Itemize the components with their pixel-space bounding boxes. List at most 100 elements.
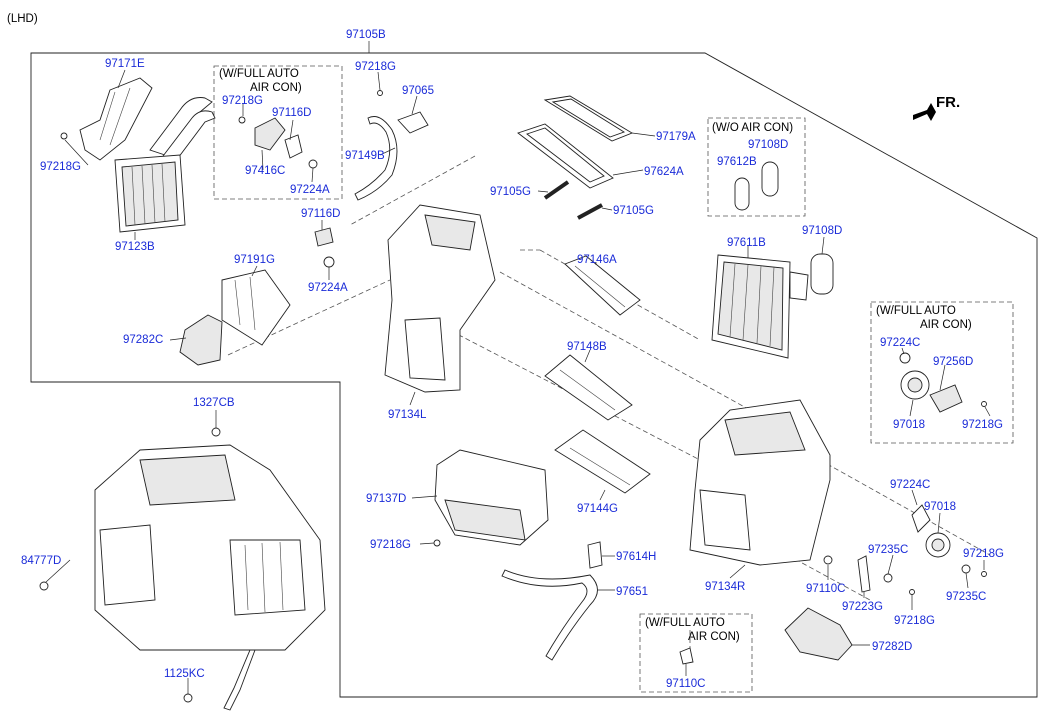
label-97256d[interactable]: 97256D [933, 356, 973, 368]
label-97171e[interactable]: 97171E [105, 58, 145, 70]
label-97123b[interactable]: 97123B [115, 241, 155, 253]
label-97105g-b[interactable]: 97105G [613, 205, 654, 217]
label-97218g-a[interactable]: 97218G [40, 161, 81, 173]
label-97235c-b[interactable]: 97235C [946, 591, 986, 603]
link-97116d[interactable] [314, 227, 334, 247]
aspirator-hose[interactable] [354, 116, 398, 201]
label-97148b[interactable]: 97148B [567, 341, 607, 353]
lower-case[interactable] [434, 449, 549, 546]
complete-hvac-assembly[interactable] [94, 444, 326, 711]
temp-door-97148b[interactable] [544, 354, 633, 421]
option-box-auto-bottom-line1: (W/FULL AUTO [645, 617, 725, 629]
heater-core[interactable] [114, 154, 186, 233]
label-97116d-a[interactable]: 97116D [272, 107, 311, 119]
label-97116d-b[interactable]: 97116D [301, 208, 340, 220]
label-97224c-a[interactable]: 97224C [880, 337, 920, 349]
label-97110c-a[interactable]: 97110C [806, 583, 845, 595]
label-97149b[interactable]: 97149B [345, 150, 385, 162]
label-97223g[interactable]: 97223G [842, 601, 883, 613]
label-97146a[interactable]: 97146A [577, 254, 617, 266]
label-97218g-f[interactable]: 97218G [963, 548, 1004, 560]
label-97134l[interactable]: 97134L [388, 409, 427, 421]
label-97110c-b[interactable]: 97110C [666, 678, 705, 690]
label-97218g-b[interactable]: 97218G [222, 95, 263, 107]
rear-duct-left[interactable] [179, 314, 223, 366]
screw-97218g-c[interactable] [377, 90, 383, 96]
clip-97110c-a[interactable] [823, 555, 833, 565]
option-box-auto-top-line1: (W/FULL AUTO [219, 68, 299, 80]
clip-97224c-a[interactable] [899, 352, 911, 364]
heater-case-left[interactable] [384, 204, 496, 393]
option-box-wo-aircon-title: (W/O AIR CON) [712, 122, 793, 134]
bushing-97235c-a[interactable] [883, 573, 893, 583]
option-box-auto-top-line2: AIR CON) [250, 82, 302, 94]
label-97224c-b[interactable]: 97224C [890, 479, 930, 491]
label-97614h[interactable]: 97614H [616, 551, 656, 563]
lever-97223g[interactable] [857, 555, 871, 593]
label-97235c-a[interactable]: 97235C [868, 544, 908, 556]
evaporator-core[interactable] [711, 254, 809, 359]
label-97191g[interactable]: 97191G [234, 254, 275, 266]
label-97651[interactable]: 97651 [616, 586, 648, 598]
seal-97612b[interactable] [734, 177, 750, 211]
mode-actuator-97018[interactable] [900, 370, 930, 400]
intake-actuator-97018[interactable] [925, 532, 951, 558]
label-97108d-a[interactable]: 97108D [748, 139, 788, 151]
label-97218g-e[interactable]: 97218G [370, 539, 411, 551]
grommet-84777d[interactable] [39, 581, 49, 591]
label-97224a-b[interactable]: 97224A [308, 282, 348, 294]
rear-duct-right[interactable] [784, 607, 853, 661]
heater-case-right[interactable] [689, 399, 831, 566]
label-97282d[interactable]: 97282D [872, 641, 912, 653]
screw-97218g-b[interactable] [238, 116, 246, 124]
clip-97224c-b[interactable] [911, 504, 931, 533]
screw-97218g-a[interactable] [60, 132, 68, 140]
label-97144g[interactable]: 97144G [577, 503, 618, 515]
screw-97218g-e[interactable] [433, 539, 441, 547]
label-97218g-c[interactable]: 97218G [355, 61, 396, 73]
mode-door-97146a[interactable] [564, 255, 641, 316]
seal-97108d-b[interactable] [810, 253, 834, 295]
label-97065[interactable]: 97065 [402, 85, 434, 97]
aspirator-sensor[interactable] [397, 111, 429, 134]
label-84777d[interactable]: 84777D [21, 555, 61, 567]
label-97282c[interactable]: 97282C [123, 334, 163, 346]
label-97612b[interactable]: 97612B [717, 156, 757, 168]
clip-97224a[interactable] [323, 256, 335, 268]
sensor-97614h[interactable] [587, 541, 603, 569]
nut-1327cb[interactable] [211, 427, 221, 437]
bushing-97235c-b[interactable] [961, 564, 971, 574]
bolt-1125kc[interactable] [183, 693, 193, 703]
label-97105g-a[interactable]: 97105G [490, 186, 531, 198]
label-97018-a[interactable]: 97018 [893, 419, 925, 431]
clip-97110c-b[interactable] [679, 647, 694, 665]
main-assembly-label[interactable]: 97105B [346, 29, 386, 41]
label-97224a-a[interactable]: 97224A [290, 184, 330, 196]
label-97137d[interactable]: 97137D [366, 493, 406, 505]
label-97218g-g[interactable]: 97218G [894, 615, 935, 627]
ptc-heater[interactable] [221, 269, 291, 346]
link-rod-97105g-a[interactable] [543, 180, 570, 200]
screw-97218g-g[interactable] [909, 589, 915, 595]
link-rod-97105g-b[interactable] [577, 203, 603, 220]
heater-pipe-bracket[interactable] [79, 77, 153, 161]
label-97108d-b[interactable]: 97108D [802, 225, 842, 237]
label-1125kc[interactable]: 1125KC [164, 668, 205, 680]
label-1327cb[interactable]: 1327CB [193, 397, 235, 409]
label-97134r[interactable]: 97134R [705, 581, 745, 593]
label-97018-b[interactable]: 97018 [924, 501, 956, 513]
heater-pipes[interactable] [149, 97, 216, 163]
screw-97218g-d[interactable] [981, 401, 987, 407]
air-filter-element[interactable] [517, 123, 614, 189]
label-97416c[interactable]: 97416C [245, 165, 285, 177]
lever-97256d[interactable] [929, 384, 963, 413]
label-97218g-d[interactable]: 97218G [962, 419, 1003, 431]
temperature-actuator[interactable] [254, 117, 318, 169]
label-97611b[interactable]: 97611B [727, 237, 766, 249]
label-97179a[interactable]: 97179A [656, 131, 696, 143]
screw-97218g-f[interactable] [981, 571, 987, 577]
drain-hose[interactable] [501, 569, 598, 661]
seal-97108d-a[interactable] [761, 161, 779, 197]
label-97624a[interactable]: 97624A [644, 166, 684, 178]
intake-door-97144g[interactable] [554, 429, 651, 494]
